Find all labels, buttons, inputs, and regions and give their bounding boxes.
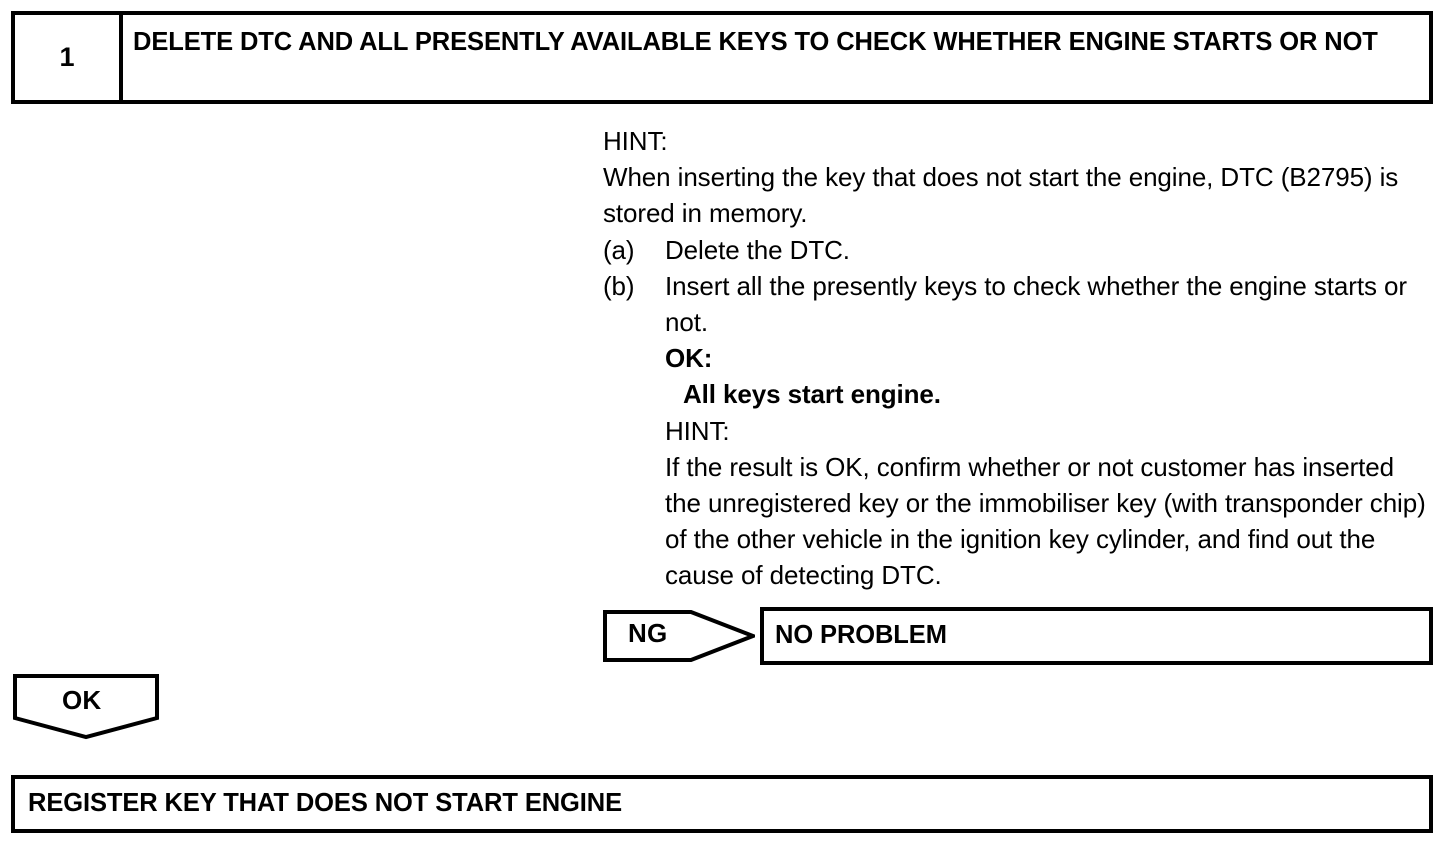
step-number: 1 bbox=[59, 42, 75, 72]
hint-1-label: HINT: bbox=[603, 126, 668, 156]
ok-criteria-label: OK: bbox=[665, 343, 713, 374]
ng-result-box: NO PROBLEM bbox=[760, 607, 1433, 665]
procedure-step-b-tag: (b) bbox=[603, 270, 635, 301]
ng-result-label: NO PROBLEM bbox=[775, 621, 947, 650]
ok-criteria-value: All keys start engine. bbox=[683, 379, 941, 410]
hint-1-text: When inserting the key that does not sta… bbox=[603, 162, 1399, 229]
step-number-cell: 1 bbox=[15, 15, 123, 100]
procedure-step-b-text: Insert all the presently keys to check w… bbox=[665, 270, 1407, 338]
procedure-body: HINT: When inserting the key that does n… bbox=[603, 123, 1433, 594]
procedure-step-a-tag: (a) bbox=[603, 234, 635, 265]
step-header-box: 1 DELETE DTC AND ALL PRESENTLY AVAILABLE… bbox=[11, 11, 1433, 104]
ok-label: OK bbox=[62, 685, 102, 715]
ng-branch-row: NG NO PROBLEM bbox=[603, 607, 1433, 667]
ok-arrow-icon bbox=[13, 674, 159, 740]
step-title-cell: DELETE DTC AND ALL PRESENTLY AVAILABLE K… bbox=[123, 15, 1429, 100]
hint-2-text: If the result is OK, confirm whether or … bbox=[665, 451, 1426, 591]
hint-2-label: HINT: bbox=[665, 415, 730, 446]
procedure-step-a-text: Delete the DTC. bbox=[665, 234, 850, 265]
ok-result-label: REGISTER KEY THAT DOES NOT START ENGINE bbox=[28, 789, 622, 818]
procedure-step-b: (b) Insert all the presently keys to che… bbox=[603, 268, 1433, 340]
step-title: DELETE DTC AND ALL PRESENTLY AVAILABLE K… bbox=[133, 28, 1378, 56]
ng-label: NG bbox=[628, 618, 668, 648]
ng-arrow-icon bbox=[603, 610, 755, 662]
ok-result-box: REGISTER KEY THAT DOES NOT START ENGINE bbox=[11, 775, 1433, 833]
procedure-step-a: (a) Delete the DTC. bbox=[603, 232, 1433, 268]
